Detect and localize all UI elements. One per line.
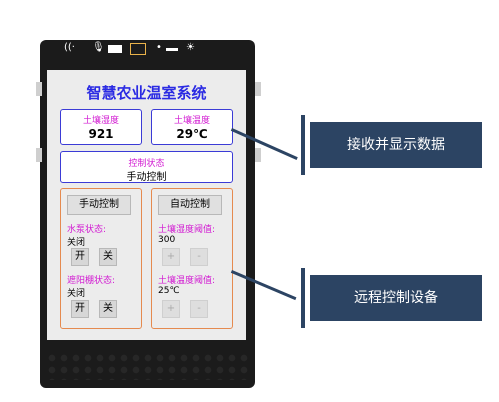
temperature-threshold-value: 25℃ bbox=[158, 286, 180, 296]
humidity-minus-button[interactable]: - bbox=[190, 248, 208, 266]
soil-humidity-card: 土壤湿度 921 bbox=[60, 109, 142, 145]
microphone-icon: 🎙 bbox=[92, 42, 105, 53]
callout-remote-control: 远程控制设备 bbox=[310, 275, 482, 321]
pump-status-value: 关闭 bbox=[67, 238, 86, 248]
callout-receive-data: 接收并显示数据 bbox=[310, 122, 482, 168]
device-pin-holes bbox=[46, 352, 250, 380]
auto-control-panel: 自动控制 土壤湿度阈值: 300 + - 土壤温度阈值: 25℃ + - bbox=[151, 188, 233, 329]
battery-icon bbox=[108, 45, 122, 53]
control-status-card: 控制状态 手动控制 bbox=[60, 151, 233, 183]
dot-icon: • bbox=[156, 42, 162, 53]
brightness-icon: ☀ bbox=[186, 42, 195, 53]
page-title: 智慧农业温室系统 bbox=[86, 84, 207, 102]
control-status-value: 手动控制 bbox=[126, 172, 167, 183]
shade-off-button[interactable]: 关 bbox=[99, 300, 117, 318]
side-port-left bbox=[36, 82, 42, 96]
side-port-left-2 bbox=[36, 148, 42, 162]
dash-icon bbox=[166, 48, 178, 51]
control-status-label: 控制状态 bbox=[128, 159, 165, 169]
soil-humidity-label: 土壤湿度 bbox=[82, 116, 119, 126]
device-screen: 智慧农业温室系统 土壤湿度 921 土壤温度 29℃ 控制状态 手动控制 手动控… bbox=[47, 70, 246, 340]
side-port-right-2 bbox=[255, 148, 261, 162]
soil-temperature-card: 土壤温度 29℃ bbox=[151, 109, 233, 145]
temperature-threshold-label: 土壤温度阈值: bbox=[158, 276, 216, 286]
side-port-right bbox=[255, 82, 261, 96]
soil-temperature-label: 土壤温度 bbox=[173, 116, 210, 126]
signal-icon bbox=[130, 43, 146, 55]
humidity-threshold-value: 300 bbox=[158, 235, 176, 245]
pump-off-button[interactable]: 关 bbox=[99, 248, 117, 266]
pump-on-button[interactable]: 开 bbox=[71, 248, 89, 266]
humidity-plus-button[interactable]: + bbox=[162, 248, 180, 266]
wifi-icon: ((· bbox=[64, 42, 75, 53]
auto-control-button[interactable]: 自动控制 bbox=[158, 195, 222, 215]
manual-control-panel: 手动控制 水泵状态: 关闭 开 关 遮阳棚状态: 关闭 开 关 bbox=[60, 188, 142, 329]
temperature-minus-button[interactable]: - bbox=[190, 300, 208, 318]
shade-status-label: 遮阳棚状态: bbox=[67, 276, 116, 286]
soil-temperature-value: 29℃ bbox=[176, 127, 208, 141]
temperature-plus-button[interactable]: + bbox=[162, 300, 180, 318]
device-status-bar: ((· 🎙 • ☀ bbox=[64, 42, 214, 58]
callout-bar-receive bbox=[301, 115, 305, 175]
callout-bar-remote bbox=[301, 268, 305, 328]
soil-humidity-value: 921 bbox=[88, 127, 114, 141]
shade-status-value: 关闭 bbox=[67, 289, 86, 299]
shade-on-button[interactable]: 开 bbox=[71, 300, 89, 318]
pump-status-label: 水泵状态: bbox=[67, 225, 107, 235]
humidity-threshold-label: 土壤湿度阈值: bbox=[158, 225, 216, 235]
manual-control-button[interactable]: 手动控制 bbox=[67, 195, 131, 215]
